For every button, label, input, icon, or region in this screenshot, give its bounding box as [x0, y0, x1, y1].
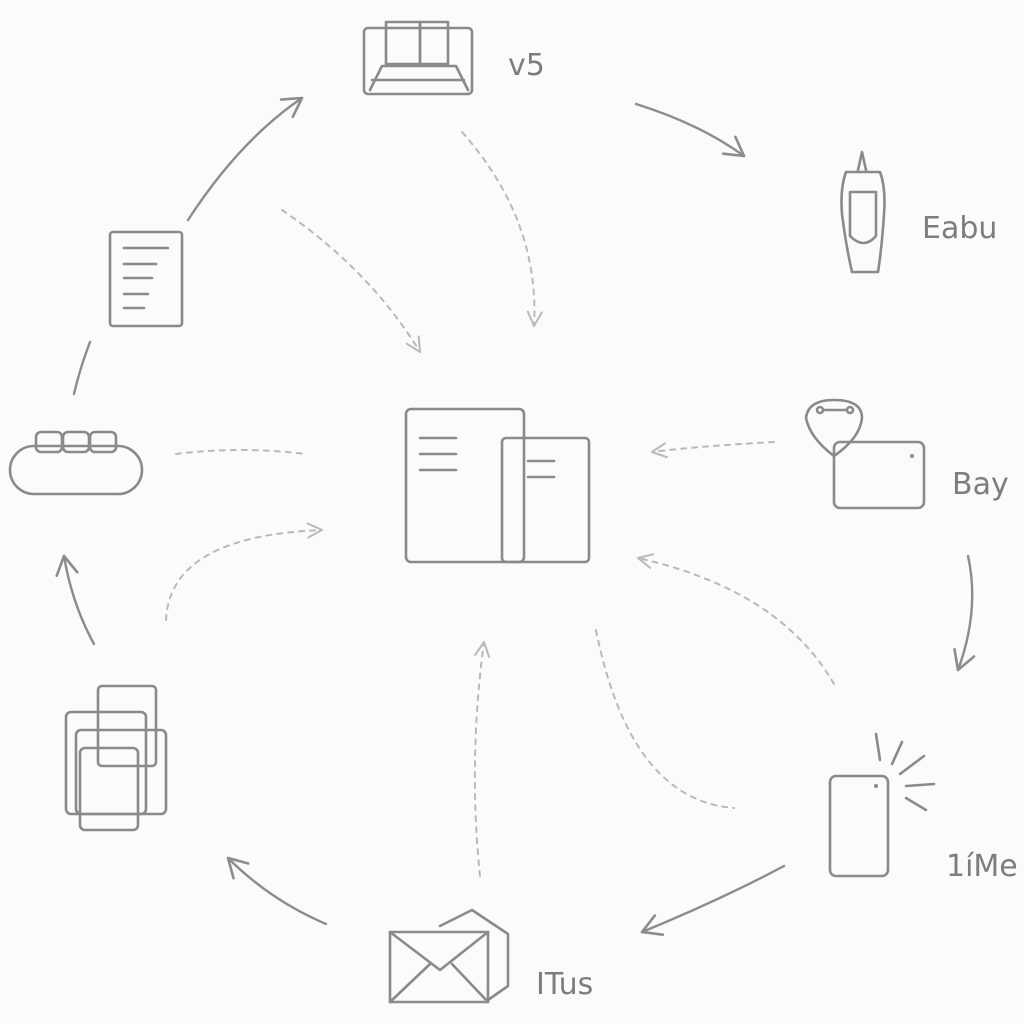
cycle-arrow-bottomright-to-bottom — [640, 864, 786, 937]
dashed-arrow-top — [461, 131, 543, 327]
label-top-right: Eabu — [922, 211, 998, 246]
dashed-arrow-topleft — [281, 209, 421, 353]
label-bottom-right: 1íMe — [946, 849, 1018, 884]
cycle-arrow-topleft-to-top — [186, 96, 304, 222]
cycle-arrow-bottomleft-to-left — [55, 554, 96, 646]
tag-box-icon — [804, 398, 926, 510]
document-icon — [108, 230, 184, 328]
tray-icon — [8, 430, 144, 496]
cards-icon — [64, 684, 168, 832]
label-right: Bay — [952, 467, 1009, 502]
cycle-arrow-bottom-to-bottomleft — [226, 856, 328, 926]
documents-icon — [404, 407, 591, 564]
dashed-arrow-left-lower — [165, 522, 323, 621]
dashed-arrow-right — [651, 441, 775, 459]
envelope-icon — [388, 908, 510, 1004]
label-bottom: ITus — [536, 967, 594, 1002]
dashed-arrow-bottom — [473, 641, 491, 877]
dashed-line-bottom-mid — [595, 629, 735, 809]
book-stand-icon — [362, 20, 474, 96]
dashed-arrow-bottomright — [637, 553, 835, 685]
phone-icon — [828, 732, 936, 878]
label-top: v5 — [508, 48, 545, 83]
cycle-arrow-left-segment — [72, 340, 92, 396]
bottle-icon — [840, 150, 886, 274]
cycle-arrow-right-to-bottomright — [953, 554, 976, 672]
dashed-line-left — [175, 449, 307, 455]
cycle-arrow-top-to-topright — [634, 102, 746, 158]
